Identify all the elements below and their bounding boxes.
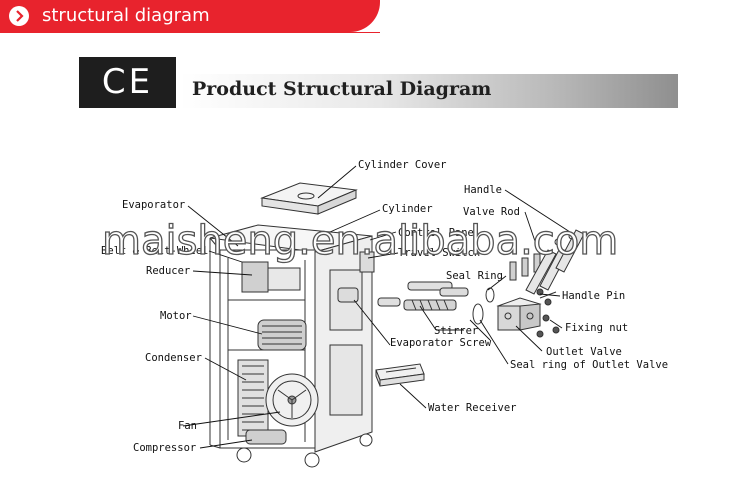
header-banner (0, 0, 380, 32)
label-control-panel: Control Panel (398, 227, 480, 239)
label-evaporator-screw: Evaporator Screw (390, 337, 492, 349)
banner-title: structural diagram (42, 5, 210, 26)
label-fan: Fan (178, 420, 197, 432)
label-cylinder: Cylinder (382, 203, 433, 215)
label-reducer: Reducer (146, 265, 190, 277)
label-handle-pin: Handle Pin (562, 290, 625, 302)
label-motor: Motor (160, 310, 192, 322)
outlet-valve-part (496, 288, 560, 338)
ce-logo: CE (79, 57, 176, 108)
label-water-receiver: Water Receiver (428, 402, 517, 414)
label-outlet-valve: Outlet Valve (546, 346, 622, 358)
label-handle: Handle (464, 184, 502, 196)
banner-underline (0, 32, 380, 33)
page-title: Product Structural Diagram (192, 78, 492, 100)
label-seal-ring-outlet: Seal ring of Outlet Valve (510, 359, 668, 371)
watermark-text: maisheng.en.alibaba.com (102, 218, 618, 264)
label-seal-ring: Seal Ring (446, 270, 503, 282)
label-condenser: Condenser (145, 352, 202, 364)
label-stirrer: Stirrer (434, 325, 478, 337)
valve-rods-part (509, 229, 585, 295)
label-valve-rod: Valve Rod (463, 206, 520, 218)
label-cylinder-cover: Cylinder Cover (358, 159, 447, 171)
water-receiver-part (375, 363, 425, 387)
label-evaporator: Evaporator (122, 199, 185, 211)
label-travel-switch: Travel Switch (398, 247, 480, 259)
leader-lines (182, 165, 571, 449)
label-fixing-nut: Fixing nut (565, 322, 628, 334)
play-arrow-icon (9, 6, 29, 26)
cylinder-cover-part (260, 182, 358, 215)
ce-logo-text: CE (101, 62, 154, 102)
machine-body (209, 224, 375, 468)
label-compressor: Compressor (133, 442, 196, 454)
stirrer-part (377, 281, 495, 325)
title-bar (180, 74, 678, 108)
label-belt-wheel: Belt & Belt-Wheel (101, 245, 208, 257)
